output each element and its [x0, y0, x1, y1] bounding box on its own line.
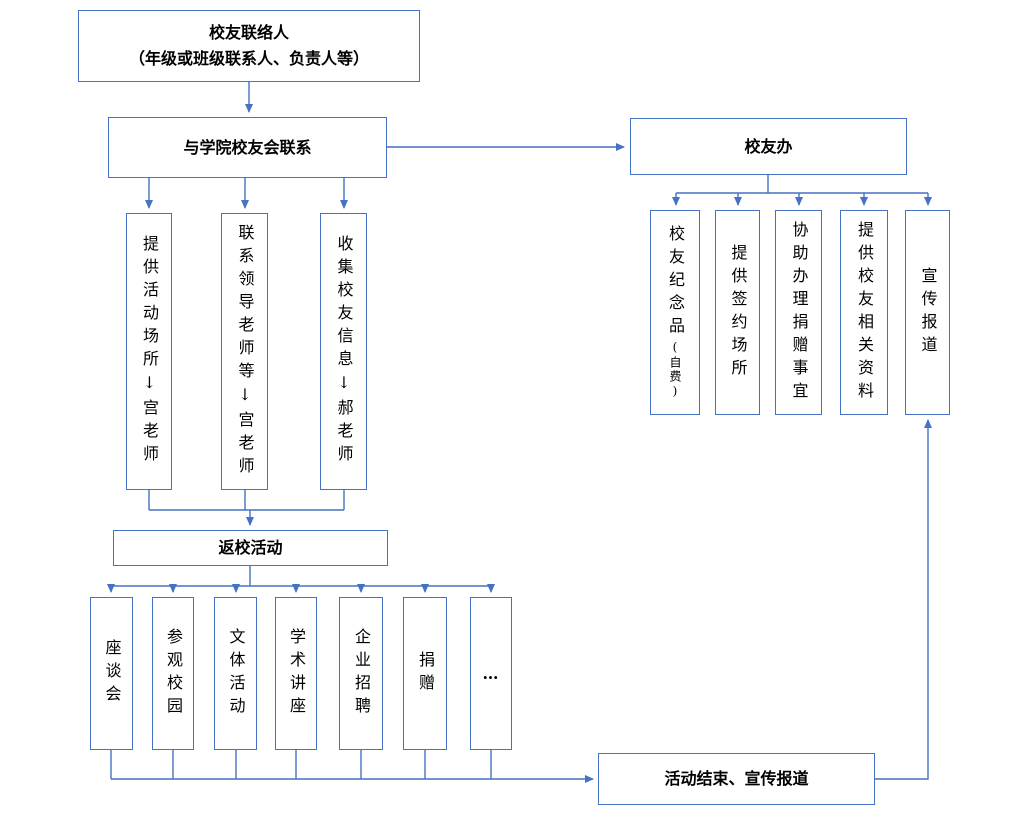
- node-activity-donation: 捐赠: [403, 597, 447, 750]
- node-label: 企业招聘: [352, 627, 371, 720]
- node-return-activity: 返校活动: [113, 530, 388, 566]
- node-label: 活动结束、宣传报道: [664, 769, 809, 789]
- node-label: 联系领导老师等↓宫老师: [235, 223, 255, 480]
- node-task-provide-venue: 提供活动场所↓宫老师: [126, 213, 172, 490]
- node-college-association: 与学院校友会联系: [108, 117, 387, 178]
- node-label: 提供校友相关资料: [855, 220, 874, 405]
- node-sublabel: (自费): [668, 340, 682, 400]
- node-alumni-office: 校友办: [630, 118, 907, 175]
- node-label: 校友联络人: [208, 23, 289, 43]
- ellipsis-label: …: [482, 664, 500, 683]
- node-label: 文体活动: [226, 627, 246, 720]
- node-activity-symposium: 座谈会: [90, 597, 133, 750]
- node-office-publicity: 宣传报道: [905, 210, 950, 415]
- node-label: 提供活动场所↓宫老师: [140, 235, 159, 468]
- node-label: 校友纪念品: [666, 225, 685, 340]
- node-office-signing-venue: 提供签约场所: [715, 210, 760, 415]
- node-task-contact-leaders: 联系领导老师等↓宫老师: [221, 213, 268, 490]
- node-label: 宣传报道: [918, 266, 938, 359]
- node-label: 学术讲座: [287, 627, 306, 720]
- node-label: 收集校友信息↓郝老师: [334, 235, 354, 468]
- node-label: 参观校园: [164, 627, 183, 720]
- node-label: 提供签约场所: [728, 243, 748, 382]
- node-activity-recruiting: 企业招聘: [339, 597, 383, 750]
- node-activity-more: …: [470, 597, 512, 750]
- node-office-alumni-materials: 提供校友相关资料: [840, 210, 888, 415]
- node-label: 校友办: [744, 136, 793, 156]
- node-activity-lecture: 学术讲座: [275, 597, 317, 750]
- node-label: 返校活动: [218, 538, 283, 558]
- node-activity-campus-tour: 参观校园: [152, 597, 194, 750]
- node-alumni-contact: 校友联络人 （年级或班级联系人、负责人等）: [78, 10, 420, 82]
- node-office-donation-assist: 协助办理捐赠事宜: [775, 210, 822, 415]
- node-office-souvenir: 校友纪念品(自费): [650, 210, 700, 415]
- node-label: 与学院校友会联系: [183, 137, 312, 157]
- node-label: （年级或班级联系人、负责人等）: [128, 49, 369, 68]
- node-label: 捐赠: [416, 650, 435, 697]
- node-label: 协助办理捐赠事宜: [789, 220, 809, 405]
- node-task-collect-info: 收集校友信息↓郝老师: [320, 213, 367, 490]
- node-label: 座谈会: [102, 639, 122, 708]
- node-activity-sports-culture: 文体活动: [214, 597, 257, 750]
- node-end-summary: 活动结束、宣传报道: [598, 753, 875, 805]
